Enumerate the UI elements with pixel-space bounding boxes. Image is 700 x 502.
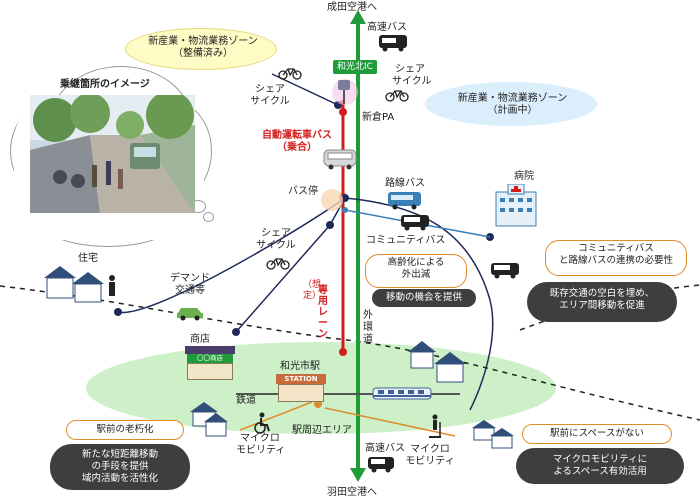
zone-planned-label: 新産業・物流業務ゾーン（計画中） — [457, 93, 568, 116]
autonomous-bus-icon — [323, 149, 357, 170]
autonomous-bus-label: 自動運転車バス（乗合） — [262, 130, 332, 153]
wako-station-label: 和光市駅 — [280, 361, 320, 372]
bicycle-icon — [278, 68, 302, 80]
hospital-label: 病院 — [514, 171, 534, 182]
wako-kita-ic-sign: 和光北IC — [333, 60, 377, 74]
shop-icon: 〇〇商店 — [185, 346, 235, 380]
highway-bus-icon — [379, 35, 407, 52]
station-icon: STATION — [276, 374, 326, 402]
community-title-bubble: コミュニティバスと路線バスの連携の必要性 — [545, 240, 687, 276]
community-desc-bubble: 既存交通の空白を埋め、エリア間移動を促進 — [527, 282, 677, 322]
highway-bus-icon — [368, 457, 394, 473]
railway-label: 鉄道 — [236, 395, 256, 406]
bus-stop-sign-icon — [338, 80, 350, 104]
shinkura-pa-label: 新倉PA — [362, 112, 395, 123]
community-bus-icon — [491, 263, 519, 279]
top-destination: 成田空港へ — [327, 2, 377, 13]
aging-desc-bubble: 移動の機会を提供 — [372, 289, 476, 307]
route-bus-label: 路線バス — [385, 178, 425, 189]
space-title-bubble: 駅前にスペースがない — [522, 424, 672, 444]
demand-transport-label: デマンド交通等 — [170, 273, 210, 296]
micro-mobility-right-label: マイクロモビリティ — [405, 444, 455, 467]
highway-bus-top-label: 高速バス — [367, 22, 407, 33]
zone-planned — [425, 82, 597, 126]
residence-label: 住宅 — [78, 253, 98, 264]
space-desc-bubble: マイクロモビリティによるスペース有効活用 — [516, 448, 684, 484]
micro-mobility-left-label: マイクロモビリティ — [236, 433, 286, 456]
residence-icon — [44, 266, 115, 303]
shop-label: 商店 — [190, 334, 210, 345]
zone-developed — [125, 28, 277, 70]
aging-title-bubble: 高齢化による外出減 — [365, 254, 467, 288]
dedicated-lane-note: （想定） — [303, 280, 322, 301]
houses-icon — [190, 402, 228, 437]
houses-icon — [472, 420, 514, 449]
share-cycle-mid-label: シェアサイクル — [256, 228, 296, 251]
bus-stop-label: バス停 — [288, 186, 318, 197]
train-icon — [372, 387, 432, 400]
community-bus-label: コミュニティバス — [366, 235, 446, 246]
transfer-photo — [30, 95, 195, 213]
station-sign: STATION — [276, 374, 326, 384]
houses-icon — [408, 341, 466, 383]
bottom-destination: 羽田空港へ — [327, 487, 377, 498]
bicycle-icon — [266, 258, 290, 270]
outer-ring-label: 外環道 — [363, 310, 373, 345]
highway-bus-bottom-label: 高速バス — [365, 443, 405, 454]
shop-sign: 〇〇商店 — [187, 354, 233, 363]
share-cycle-top-right-label: シェアサイクル — [392, 64, 432, 87]
wheelchair-icon — [254, 412, 270, 434]
image-title: 乗継箇所のイメージ — [60, 79, 150, 90]
aging-station-title-bubble: 駅前の老朽化 — [66, 420, 184, 440]
demand-car-icon — [177, 308, 203, 321]
bicycle-icon — [385, 90, 409, 102]
aging-station-desc-bubble: 新たな短距離移動の手段を提供域内活動を活性化 — [50, 444, 190, 490]
share-cycle-top-left-label: シェアサイクル — [250, 84, 290, 107]
hospital-icon — [495, 184, 537, 227]
dedicated-lane-label: 専用レーン — [318, 285, 328, 340]
zone-developed-label: 新産業・物流業務ゾーン（整備済み） — [148, 36, 258, 59]
station-area-label: 駅周辺エリア — [292, 425, 352, 436]
route-bus-icon — [388, 192, 421, 210]
kick-scooter-icon — [429, 414, 441, 438]
community-bus-icon — [401, 215, 429, 231]
